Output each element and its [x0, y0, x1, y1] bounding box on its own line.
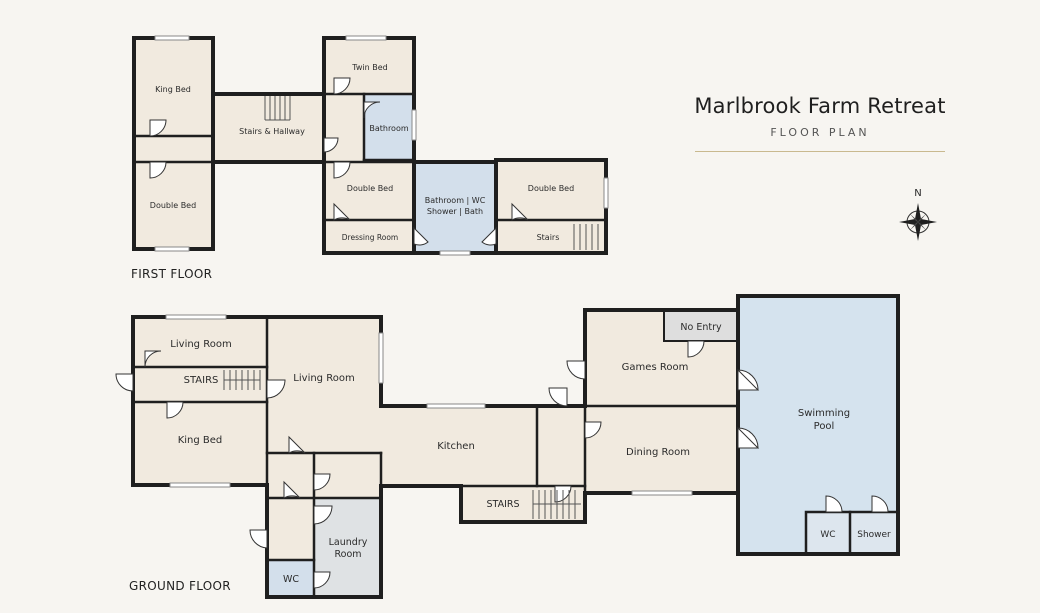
room-king-bed-first — [134, 38, 213, 136]
first-floor-windows — [154, 35, 609, 256]
room-bathroom-first — [364, 94, 414, 160]
label-wc-ground: WC — [283, 574, 299, 585]
first-floor-doors — [149, 77, 529, 246]
room-stairs-hallway — [213, 94, 324, 162]
room-double-bed-first-left — [134, 162, 213, 249]
label-twin-bed: Twin Bed — [351, 63, 387, 72]
room-dining-room — [585, 406, 738, 493]
label-stairs-first: Stairs — [537, 233, 560, 242]
label-living-room-large: Living Room — [293, 373, 354, 384]
page-title: Marlbrook Farm Retreat — [694, 94, 946, 118]
label-stairs-bottom: STAIRS — [486, 499, 519, 510]
label-pool-wc: WC — [820, 530, 835, 540]
room-stairs-first — [496, 220, 606, 253]
room-shower — [850, 512, 898, 554]
room-no-entry — [664, 312, 737, 341]
label-stairs-hallway: Stairs & Hallway — [239, 127, 305, 136]
label-dining-room: Dining Room — [626, 447, 690, 458]
label-pool-line1: Swimming — [798, 408, 850, 419]
label-double-bed-first-right: Double Bed — [528, 184, 574, 193]
room-pool-wc — [806, 512, 850, 554]
label-laundry-line1: Laundry — [329, 537, 368, 548]
label-laundry-line2: Room — [334, 549, 361, 560]
label-living-room-small: Living Room — [170, 339, 231, 350]
first-floor-plan: King Bed Double Bed Stairs & Hallway Twi… — [132, 35, 609, 256]
label-stairs-left: STAIRS — [184, 375, 219, 386]
label-double-bed-first-left: Double Bed — [150, 201, 196, 210]
compass-north-label: N — [914, 188, 921, 199]
label-bathroom-first: Bathroom — [369, 124, 409, 133]
label-king-bed-first: King Bed — [155, 85, 191, 94]
ground-floor-stairs-treads — [223, 370, 581, 519]
room-landing — [324, 94, 364, 162]
page-subtitle: FLOOR PLAN — [770, 126, 870, 139]
room-kitchen — [381, 406, 585, 486]
room-wc-ground — [267, 560, 314, 595]
label-dressing-room: Dressing Room — [342, 233, 398, 242]
label-double-bed-first-mid: Double Bed — [347, 184, 393, 193]
first-floor-stairs-treads — [264, 96, 599, 250]
ground-floor-plan: Living Room STAIRS King Bed Living Room … — [115, 294, 900, 599]
label-kitchen: Kitchen — [437, 441, 475, 452]
ground-floor-windows — [165, 314, 693, 496]
label-bathroom-wc-line2: Shower | Bath — [427, 207, 483, 216]
label-bathroom-wc-line1: Bathroom | WC — [425, 196, 486, 205]
label-shower: Shower — [857, 530, 891, 540]
title-block: Marlbrook Farm Retreat FLOOR PLAN — [690, 94, 950, 152]
compass-rose-icon — [899, 203, 937, 241]
room-living-room-large — [267, 317, 381, 453]
room-living-room-small — [133, 317, 267, 367]
label-king-bed-ground: King Bed — [178, 435, 223, 446]
first-floor-label: FIRST FLOOR — [131, 267, 213, 281]
room-lobby-ground — [267, 498, 314, 560]
title-divider — [695, 151, 945, 152]
label-no-entry: No Entry — [680, 322, 722, 333]
room-stairs-left — [133, 367, 267, 402]
room-dressing-room — [324, 220, 414, 253]
ground-floor-label: GROUND FLOOR — [129, 579, 231, 593]
label-pool-line2: Pool — [814, 421, 835, 432]
label-games-room: Games Room — [622, 362, 689, 373]
room-king-bed-ground — [133, 402, 267, 485]
ground-floor-doors — [115, 340, 889, 589]
room-bathroom-wc-first — [416, 162, 494, 253]
